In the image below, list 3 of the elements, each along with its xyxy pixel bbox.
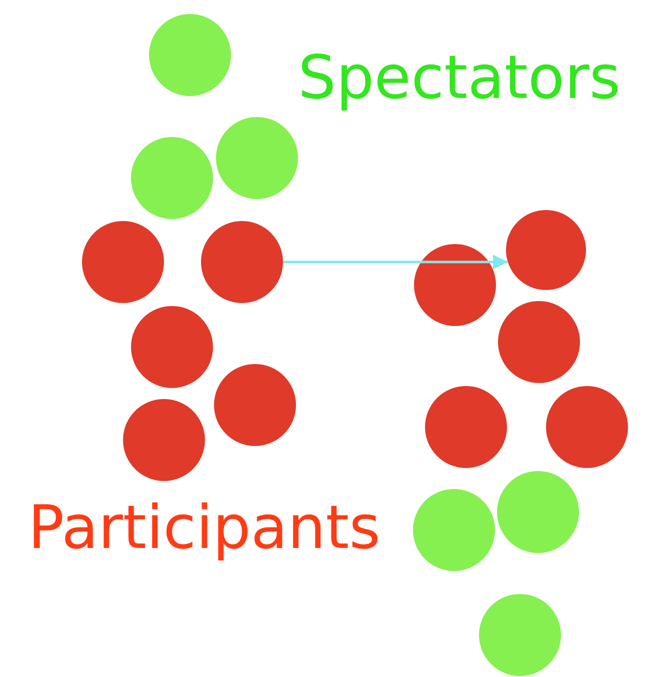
arrow	[283, 254, 508, 270]
group-label: Spectators	[298, 48, 621, 108]
group-label: Participants	[28, 498, 380, 558]
